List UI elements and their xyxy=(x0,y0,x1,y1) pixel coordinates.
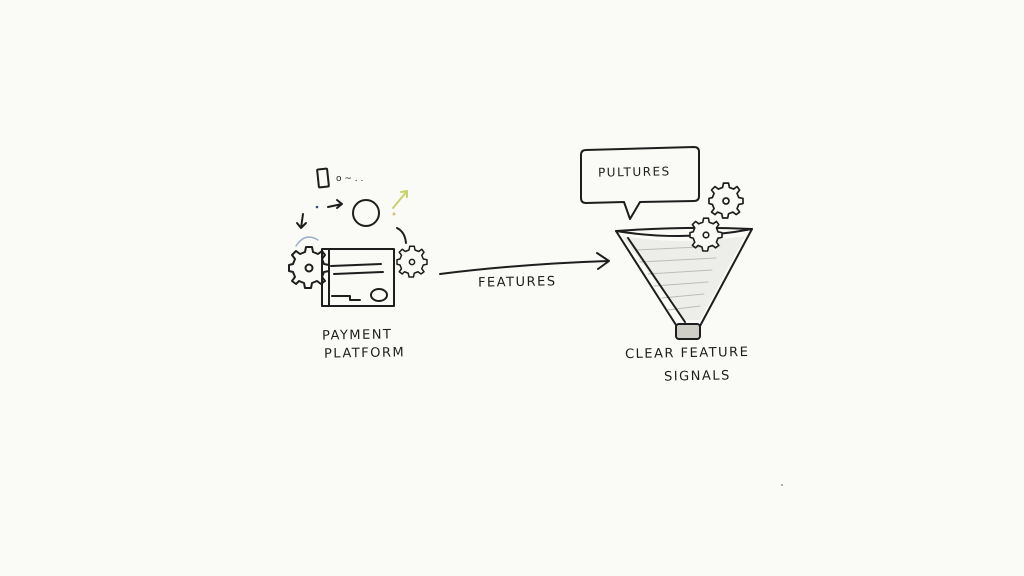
circle-icon xyxy=(352,199,380,227)
speech-bubble-label: PULTURES xyxy=(597,164,671,180)
growth-arrow-icon xyxy=(392,190,408,209)
gear-icon xyxy=(708,182,744,219)
source-label-line2: PLATFORM xyxy=(323,345,406,362)
source-label-line1: PAYMENT xyxy=(321,327,393,344)
phone-icon xyxy=(316,167,330,189)
arrow-down-icon xyxy=(296,213,307,229)
gear-icon xyxy=(689,217,723,252)
speech-bubble xyxy=(580,146,700,220)
payment-platform-illustration: o ~ . . xyxy=(288,167,428,307)
features-arrow xyxy=(439,252,610,275)
svg-text:o ~ . .: o ~ . . xyxy=(336,174,363,184)
edge-label: FEATURES xyxy=(477,274,557,291)
gear-icon xyxy=(288,246,330,289)
gear-icon xyxy=(396,245,428,278)
stray-dot xyxy=(781,484,783,486)
payment-card-icon xyxy=(321,248,395,307)
funnel-icon xyxy=(615,226,753,340)
target-label-line2: SIGNALS xyxy=(663,368,731,385)
arrow-right-icon xyxy=(327,199,343,209)
target-label-line1: CLEAR FEATURE xyxy=(624,344,750,363)
